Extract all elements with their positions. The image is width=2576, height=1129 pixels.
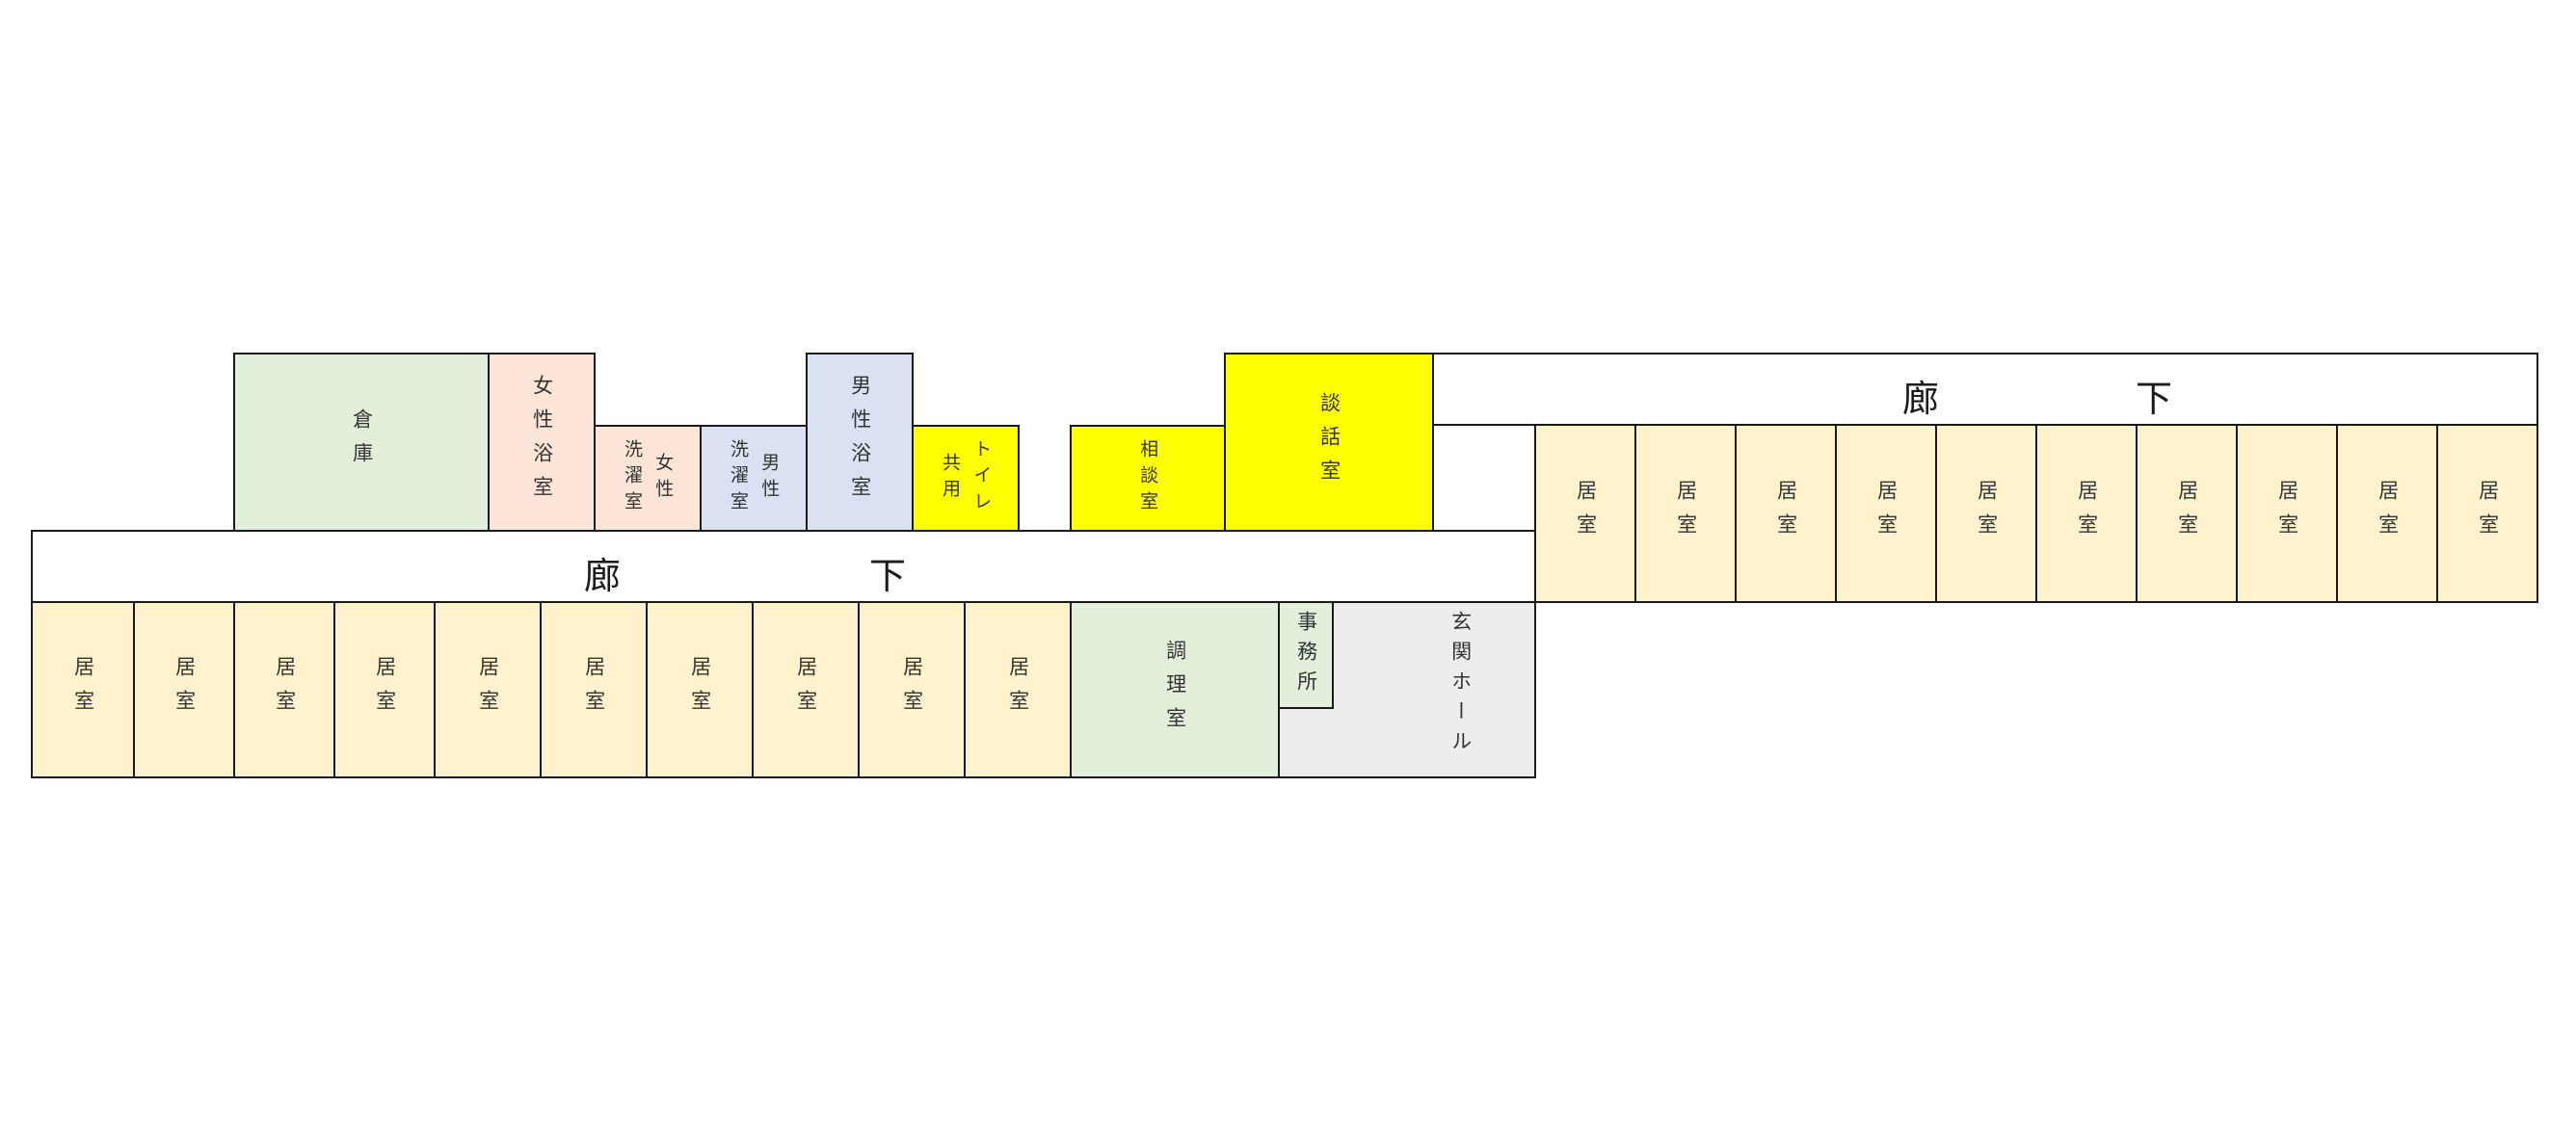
office-room: 事務所 (1278, 601, 1334, 709)
living-room-label: 居室 (1674, 480, 1698, 547)
living-room-r10: 居室 (2436, 424, 2538, 603)
living-room-l4: 居室 (333, 601, 436, 778)
living-room-label: 居室 (1774, 480, 1798, 547)
lounge-label: 談話室 (1317, 391, 1341, 493)
living-room-label: 居室 (1975, 480, 1999, 547)
living-room-l1: 居室 (31, 601, 135, 778)
living-room-r5: 居室 (1935, 424, 2037, 603)
living-room-l3: 居室 (233, 601, 335, 778)
corridor-right-char-1: 廊 (1902, 378, 1940, 420)
living-room-l2: 居室 (133, 601, 235, 778)
living-room-label: 居室 (1574, 480, 1598, 547)
living-room-r1: 居室 (1534, 424, 1636, 603)
men-laundry-label-b: 洗濯室 (728, 439, 749, 517)
women-laundry-label-b: 女性 (652, 452, 675, 505)
living-room-label: 居室 (2175, 480, 2199, 547)
office-label: 事務所 (1294, 610, 1318, 700)
lounge-room: 談話室 (1224, 353, 1434, 532)
living-room-label: 居室 (794, 656, 818, 723)
men-bath-label: 男性浴室 (848, 375, 872, 510)
living-room-label: 居室 (1874, 480, 1899, 547)
living-room-l10: 居室 (964, 601, 1072, 778)
men-bath: 男性浴室 (806, 353, 914, 532)
women-laundry-label-a: 洗濯室 (622, 439, 643, 517)
corridor-left-char-2: 下 (869, 555, 907, 597)
living-room-r3: 居室 (1735, 424, 1837, 603)
common-toilet: 共用 トイレ (912, 425, 1020, 532)
living-room-label: 居室 (582, 656, 606, 723)
living-room-l8: 居室 (752, 601, 860, 778)
women-laundry: 洗濯室 女性 (594, 425, 702, 532)
consultation-label: 相談室 (1137, 439, 1159, 517)
toilet-label-b: 共用 (940, 452, 961, 505)
men-laundry: 洗濯室 男性 (700, 425, 808, 532)
corridor-right-char-2: 下 (2136, 378, 2173, 420)
living-room-r2: 居室 (1634, 424, 1737, 603)
living-room-l5: 居室 (434, 601, 542, 778)
living-room-l6: 居室 (540, 601, 648, 778)
consultation-room: 相談室 (1070, 425, 1226, 532)
kitchen-room: 調理室 (1070, 601, 1280, 778)
entrance-label: 玄関ホール (1448, 611, 1473, 760)
living-room-label: 居室 (476, 656, 500, 723)
living-room-l7: 居室 (646, 601, 754, 778)
living-room-r6: 居室 (2035, 424, 2138, 603)
kitchen-label: 調理室 (1163, 639, 1187, 741)
living-room-label: 居室 (273, 656, 297, 723)
living-room-label: 居室 (2476, 480, 2500, 547)
living-room-label: 居室 (2376, 480, 2400, 547)
living-room-label: 居室 (71, 656, 95, 723)
women-bath-label: 女性浴室 (530, 375, 554, 510)
living-room-label: 居室 (2275, 480, 2299, 547)
living-room-label: 居室 (900, 656, 924, 723)
living-room-r8: 居室 (2236, 424, 2338, 603)
women-bath: 女性浴室 (488, 353, 596, 532)
living-room-l9: 居室 (858, 601, 966, 778)
men-laundry-label-a: 男性 (758, 452, 781, 505)
living-room-label: 居室 (373, 656, 397, 723)
corridor-left: 廊 下 (31, 530, 1536, 603)
living-room-r9: 居室 (2336, 424, 2438, 603)
corridor-left-char-1: 廊 (584, 555, 622, 597)
toilet-label-a: トイレ (970, 439, 993, 517)
storage-label: 倉庫 (350, 408, 374, 476)
living-room-label: 居室 (2075, 480, 2099, 547)
living-room-r4: 居室 (1835, 424, 1937, 603)
living-room-r7: 居室 (2136, 424, 2238, 603)
corridor-right: 廊 下 (1432, 353, 2538, 426)
living-room-label: 居室 (688, 656, 712, 723)
storage-room: 倉庫 (233, 353, 490, 532)
living-room-label: 居室 (173, 656, 197, 723)
living-room-label: 居室 (1006, 656, 1030, 723)
